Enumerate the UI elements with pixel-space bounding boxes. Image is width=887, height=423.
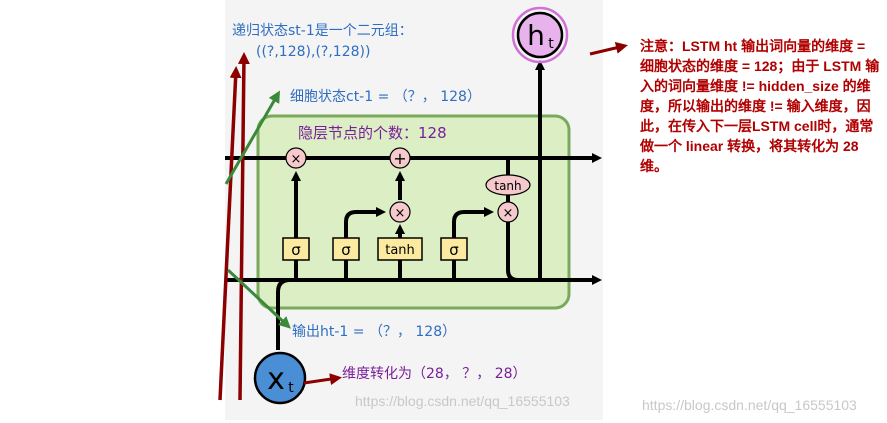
candidate-gate-label: tanh	[385, 243, 415, 258]
add-op: +	[389, 147, 411, 169]
forget-gate-label: σ	[291, 241, 301, 259]
watermark-right: https://blog.csdn.net/qq_16555103	[642, 397, 857, 413]
ht-subscript: t	[548, 36, 554, 52]
ht-node: h t	[511, 6, 569, 64]
cell-tanh-label: tanh	[494, 179, 521, 193]
input-dim-text: 维度转化为（28， ？， 28）	[342, 366, 527, 382]
input-multiply-op: ×	[389, 201, 411, 223]
lstm-note: 注意：LSTM ht 输出词向量的维度 = 细胞状态的维度 = 128；由于 L…	[640, 38, 880, 174]
add-symbol: +	[393, 149, 406, 168]
note-red-arrow	[589, 41, 628, 56]
input-path	[276, 278, 291, 350]
output-gate-label: σ	[449, 241, 459, 259]
recurrent-state-text: 递归状态st-1是一个二元组：	[232, 22, 413, 39]
input-gate-arrow	[344, 207, 386, 238]
cell-state-text: 细胞状态ct-1 = （？， 128）	[290, 89, 481, 105]
output-gate: σ	[440, 237, 468, 261]
state-red-arrow-2	[218, 66, 242, 401]
input-gate: σ	[332, 237, 360, 261]
watermark-center: https://blog.csdn.net/qq_16555103	[355, 393, 570, 409]
hidden-nodes-text: 隐层节点的个数：128	[298, 124, 447, 142]
state-red-arrow-1	[237, 52, 250, 401]
cell-state-green-arrow	[224, 90, 281, 185]
hidden-state-green-arrow	[226, 268, 291, 329]
recurrent-state-shape-text: ((?,128),(?,128))	[256, 44, 370, 60]
output-gate-arrow	[452, 207, 494, 238]
forget-multiply-op: ×	[285, 147, 307, 169]
xt-main-label: x	[267, 362, 285, 397]
input-dim-red-arrow	[303, 373, 342, 386]
cell-tanh-op: tanh	[485, 174, 531, 196]
output-h-text: 输出ht-1 = （？， 128）	[292, 324, 456, 340]
mult-to-hidden-path	[506, 222, 519, 282]
input-multiply-symbol: ×	[395, 206, 406, 221]
xt-node: x t	[253, 351, 307, 405]
input-gate-label: σ	[341, 241, 351, 259]
output-multiply-op: ×	[497, 201, 519, 223]
candidate-gate: tanh	[377, 237, 423, 261]
output-multiply-symbol: ×	[503, 206, 514, 221]
ht-main-label: h	[527, 19, 545, 52]
xt-subscript: t	[288, 380, 294, 396]
forget-gate: σ	[282, 237, 310, 261]
forget-multiply-symbol: ×	[291, 152, 302, 167]
